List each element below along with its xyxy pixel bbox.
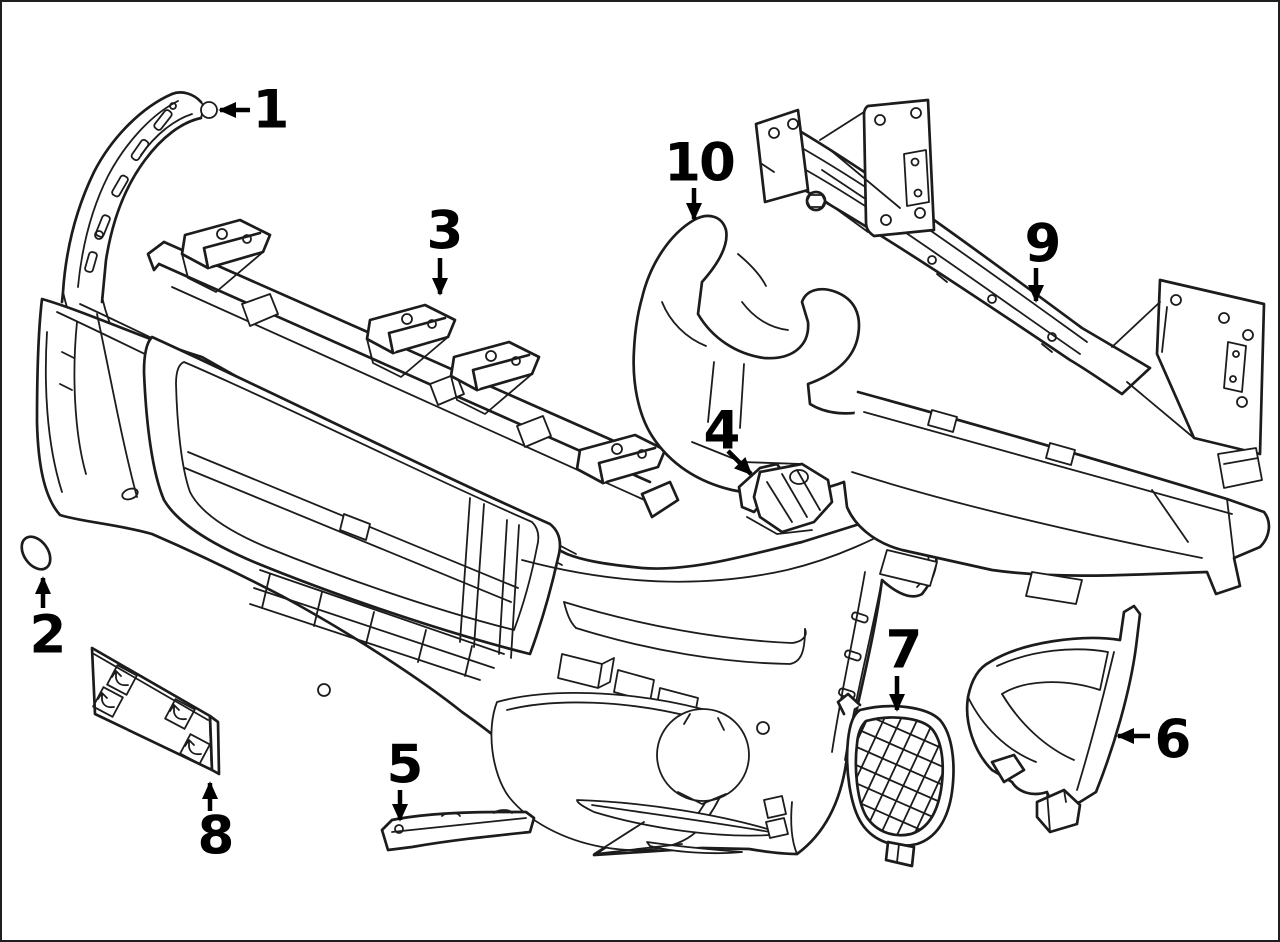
callout-8-label: 8 [197, 805, 235, 867]
callout-6-label: 6 [1154, 709, 1192, 771]
callout-1-label: 1 [252, 79, 290, 141]
callout-7-label: 7 [885, 619, 923, 681]
bumper-cover-drawing [35, 297, 938, 857]
callout-3-label: 3 [426, 200, 464, 262]
part-7-fog-grille-drawing [836, 692, 955, 868]
rail-bracket [575, 433, 667, 485]
callout-arrows [35, 102, 1150, 822]
part-9-impact-bar-drawing [754, 98, 1266, 489]
part-2-grommet-drawing [20, 535, 52, 571]
callout-2-label: 2 [29, 604, 67, 666]
plate-clip [164, 698, 196, 730]
part-10-energy-absorber-drawing [632, 214, 1271, 605]
part-5-trim-strip-drawing [380, 809, 536, 852]
part-4-bracket-drawing [737, 462, 834, 535]
rail-bracket [180, 218, 272, 293]
rail-bracket [449, 340, 541, 415]
rail-bracket [365, 303, 457, 378]
part-8-license-bracket-drawing [90, 646, 221, 776]
callout-4-arrow [726, 449, 753, 476]
part-6-fog-bracket-drawing [965, 604, 1142, 834]
plate-clip [92, 686, 124, 718]
plate-clip [106, 664, 138, 696]
part-3-support-rail-drawing [146, 218, 680, 519]
callout-4-label: 4 [703, 400, 741, 462]
plate-clip [179, 733, 211, 765]
callout-9-label: 9 [1024, 213, 1062, 275]
callout-5-label: 5 [386, 734, 424, 796]
callout-10-label: 10 [664, 132, 736, 194]
